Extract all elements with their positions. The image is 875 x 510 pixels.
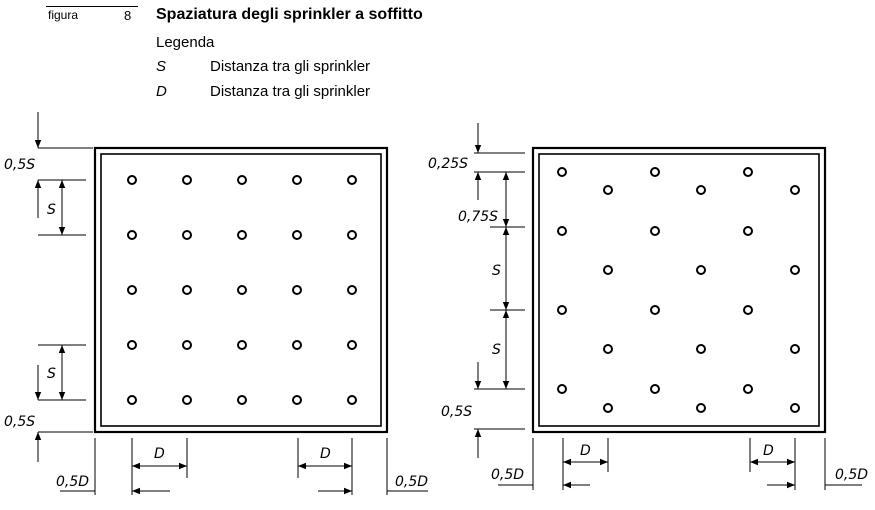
right-dim-label-half-d-right: 0,5D (835, 467, 868, 483)
sprinkler-head (292, 230, 302, 240)
legend-title: Legenda (156, 34, 215, 51)
left-room-outer-wall (93, 146, 389, 434)
sprinkler-head (347, 340, 357, 350)
sprinkler-head (743, 167, 753, 177)
right-dim-label-quarter-s: 0,25S (428, 156, 468, 172)
sprinkler-head (237, 175, 247, 185)
legend-item-s: S Distanza tra gli sprinkler (156, 58, 370, 75)
figure-title: Spaziatura degli sprinkler a soffitto (156, 6, 423, 23)
left-dim-label-half-s-top: 0,5S (4, 157, 35, 173)
sprinkler-head (182, 395, 192, 405)
left-dim-label-s-top: S (47, 202, 56, 218)
sprinkler-head (127, 285, 137, 295)
sprinkler-head (743, 305, 753, 315)
right-dim-label-half-d-left: 0,5D (491, 467, 524, 483)
sprinkler-head (237, 340, 247, 350)
sprinkler-head (182, 175, 192, 185)
sprinkler-head (650, 167, 660, 177)
sprinkler-head (603, 344, 613, 354)
sprinkler-head (292, 285, 302, 295)
sprinkler-head (347, 395, 357, 405)
right-room: 0,25S 0,75S S S 0,5S D D 0,5D 0,5D (428, 123, 868, 490)
sprinkler-head (292, 340, 302, 350)
sprinkler-head (182, 285, 192, 295)
sprinkler-head (603, 265, 613, 275)
sprinkler-head (347, 175, 357, 185)
sprinkler-head (790, 265, 800, 275)
right-dim-label-half-s: 0,5S (441, 404, 472, 420)
left-dim-label-d-right: D (320, 446, 331, 462)
sprinkler-head (127, 395, 137, 405)
sprinkler-head (790, 403, 800, 413)
legend-symbol: D (156, 83, 167, 100)
legend-item-d: D Distanza tra gli sprinkler (156, 83, 370, 100)
sprinkler-head (292, 175, 302, 185)
sprinkler-head (743, 384, 753, 394)
right-dim-label-three-quarter-s: 0,75S (458, 209, 498, 225)
sprinkler-head (603, 403, 613, 413)
left-dim-label-s-bottom: S (47, 366, 56, 382)
sprinkler-head (557, 305, 567, 315)
sprinkler-head (127, 340, 137, 350)
sprinkler-head (237, 230, 247, 240)
sprinkler-head (603, 185, 613, 195)
sprinkler-head (237, 395, 247, 405)
sprinkler-head (182, 340, 192, 350)
sprinkler-head (347, 230, 357, 240)
sprinkler-head (347, 285, 357, 295)
figure-rule (46, 6, 138, 7)
sprinkler-head (696, 403, 706, 413)
right-room-inner-wall (538, 153, 820, 427)
sprinkler-head (557, 167, 567, 177)
left-room-inner-wall (100, 153, 382, 427)
right-sprinkler-grid (557, 167, 800, 413)
figure-number: 8 (124, 8, 132, 23)
sprinkler-head (650, 305, 660, 315)
left-dim-label-half-d-left: 0,5D (56, 474, 89, 490)
figure-label: figura (48, 8, 79, 22)
sprinkler-head (790, 185, 800, 195)
legend-text: Distanza tra gli sprinkler (210, 58, 371, 75)
sprinkler-head (237, 285, 247, 295)
sprinkler-head (696, 185, 706, 195)
left-room: 0,5S S S 0,5S D D 0,5D 0,5D (4, 112, 428, 495)
right-dim-label-s-lower: S (492, 342, 501, 358)
left-vertical-dims (34, 112, 93, 462)
sprinkler-head (557, 226, 567, 236)
sprinkler-head (696, 344, 706, 354)
right-vertical-dims (474, 123, 525, 458)
legend-symbol: S (156, 58, 167, 75)
sprinkler-head (696, 265, 706, 275)
sprinkler-head (650, 226, 660, 236)
right-horizontal-dims (498, 438, 862, 490)
left-dim-label-half-s-bottom: 0,5S (4, 414, 35, 430)
right-dim-label-s-upper: S (492, 263, 501, 279)
legend-text: Distanza tra gli sprinkler (210, 83, 371, 100)
sprinkler-head (127, 175, 137, 185)
sprinkler-head (790, 344, 800, 354)
left-dim-label-d-left: D (154, 446, 165, 462)
left-sprinkler-grid (127, 175, 357, 405)
right-dim-label-d-right: D (763, 443, 774, 459)
sprinkler-head (557, 384, 567, 394)
left-dim-label-half-d-right: 0,5D (395, 474, 428, 490)
right-dim-label-d-left: D (580, 443, 591, 459)
left-horizontal-dims (60, 438, 428, 495)
sprinkler-head (127, 230, 137, 240)
sprinkler-head (743, 226, 753, 236)
sprinkler-head (182, 230, 192, 240)
sprinkler-head (292, 395, 302, 405)
right-room-outer-wall (531, 146, 827, 434)
sprinkler-head (650, 384, 660, 394)
